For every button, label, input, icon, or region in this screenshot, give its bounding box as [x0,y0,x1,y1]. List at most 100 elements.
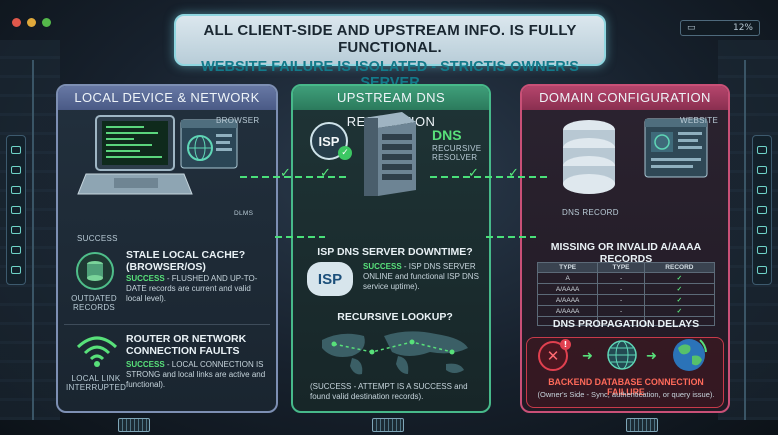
cache-heading: STALE LOCAL CACHE? (BROWSER/OS) [126,249,246,273]
cache-description: SUCCESS - FLUSHED AND UP-TO-DATE records… [126,274,266,304]
check-icon: ✓ [320,166,331,181]
banner-line-1: ALL CLIENT-SIDE AND UPSTREAM INFO. IS FU… [203,22,577,56]
close-window-button[interactable] [12,18,21,27]
isp-body: - ISP DNS SERVER ONLINE and functional I… [363,262,479,291]
toolbar-icon[interactable] [757,226,767,234]
isp-success: SUCCESS [363,262,402,271]
table-cell: ✓ [643,294,716,306]
flow-arrow [240,176,350,178]
table-cell: - [597,294,645,306]
recursive-description: (SUCCESS - ATTEMPT IS A SUCCESS and foun… [310,382,468,401]
check-icon: ✓ [280,166,291,181]
isp-cloud-icon: ISP [307,262,353,296]
wifi-icon [76,336,118,367]
zoom-icon: ▭ [687,23,696,33]
flow-arrow [275,236,325,238]
router-description: SUCCESS - LOCAL CONNECTION IS STRONG and… [126,360,266,390]
divider [64,324,270,325]
website-label: WEBSITE [680,116,719,125]
dns-records-table: TYPE TYPE RECORD A - ✓ A/AAAA - ✓ A/AAAA… [536,262,716,326]
outdated-records-label: OUTDATED RECORDS [71,294,117,312]
table-cell: ✓ [643,272,716,284]
toolbar-icon[interactable] [757,206,767,214]
toolbar-icon[interactable] [11,206,21,214]
table-row: A/AAAA - ✓ [536,283,716,295]
local-link-label: LOCAL LINK INTERRUPTED [66,374,127,392]
isp-heading: ISP DNS SERVER DOWNTIME? [317,246,473,258]
world-map-icon [322,331,468,375]
laptop-icon [77,115,193,195]
table-row: A/AAAA - ✓ [536,294,716,306]
maximize-window-button[interactable] [42,18,51,27]
left-toolbar [6,135,26,285]
table-cell: - [597,272,645,284]
database-sync-icon [76,252,114,290]
toolbar-icon[interactable] [11,146,21,154]
toolbar-icon[interactable] [11,246,21,254]
minimize-window-button[interactable] [27,18,36,27]
right-toolbar [752,135,772,285]
cache-body: - FLUSHED AND UP-TO-DATE records are cur… [126,274,258,303]
dns-record-label: DNS RECORD [562,208,619,217]
table-cell: A [536,272,599,284]
arrow-right-icon: ➜ [582,349,593,364]
table-cell [643,316,716,326]
dns-record-database-icon [563,120,615,194]
router-success: SUCCESS [126,360,165,369]
check-icon: ✓ [508,166,519,181]
browser-window-icon [180,119,238,169]
isp-description: SUCCESS - ISP DNS SERVER ONLINE and func… [363,262,483,292]
isp-badge-text: ISP [318,133,340,149]
table-row: A - ✓ [536,272,716,284]
status-banner: ALL CLIENT-SIDE AND UPSTREAM INFO. IS FU… [174,14,606,91]
router-body: - LOCAL CONNECTION IS STRONG and local l… [126,360,266,389]
table-header: TYPE [536,262,599,273]
dns-title: DNS [432,127,462,143]
toolbar-icon[interactable] [11,266,21,274]
toolbar-icon[interactable] [757,146,767,154]
cache-success: SUCCESS [126,274,165,283]
flow-arrow [430,176,550,178]
toolbar-icon[interactable] [757,266,767,274]
table-cell: - [597,283,645,295]
table-header: TYPE [597,262,645,273]
cable-right [744,60,746,420]
browser-label: BROWSER [216,116,260,125]
toolbar-icon[interactable] [757,166,767,174]
toolbar-icon[interactable] [757,186,767,194]
table-cell [536,316,599,326]
globe-icon [607,340,637,370]
toolbar-icon[interactable] [757,246,767,254]
toolbar-icon[interactable] [11,186,21,194]
dns-subtitle: RECURSIVE RESOLVER [432,144,482,162]
zoom-indicator[interactable]: ▭ 12% [680,20,760,36]
backend-heading: BACKEND DATABASE CONNECTION FAILURE [548,377,704,397]
table-cell: ✓ [643,305,716,317]
database-icon [87,261,103,281]
check-icon: ✓ [338,146,352,160]
dns-server-icon [364,112,416,196]
recursive-heading: RECURSIVE LOOKUP? [337,311,453,323]
table-cell: A/AAAA [536,294,599,306]
toolbar-icon[interactable] [11,226,21,234]
network-port [372,418,404,432]
website-window-icon [644,118,708,178]
router-heading: ROUTER OR NETWORK CONNECTION FAULTS [126,333,247,357]
table-row [536,316,716,326]
backend-description: (Owner's Side - Sync, authentication, or… [537,390,715,399]
table-cell: A/AAAA [536,305,599,317]
propagation-heading: DNS PROPAGATION DELAYS [552,318,700,330]
table-cell: ✓ [643,283,716,295]
warning-icon: ! [560,339,571,350]
arrow-right-icon: ➜ [646,349,657,364]
table-cell: A/AAAA [536,283,599,295]
table-cell: - [597,305,645,317]
table-row: A/AAAA - ✓ [536,305,716,317]
zoom-value: 12% [732,23,753,33]
dlms-label: DLMS [234,210,254,217]
toolbar-icon[interactable] [11,166,21,174]
success-label: SUCCESS [77,234,118,243]
network-port [118,418,150,432]
window-controls [12,18,51,27]
panel-title: DOMAIN CONFIGURATION [522,86,728,110]
